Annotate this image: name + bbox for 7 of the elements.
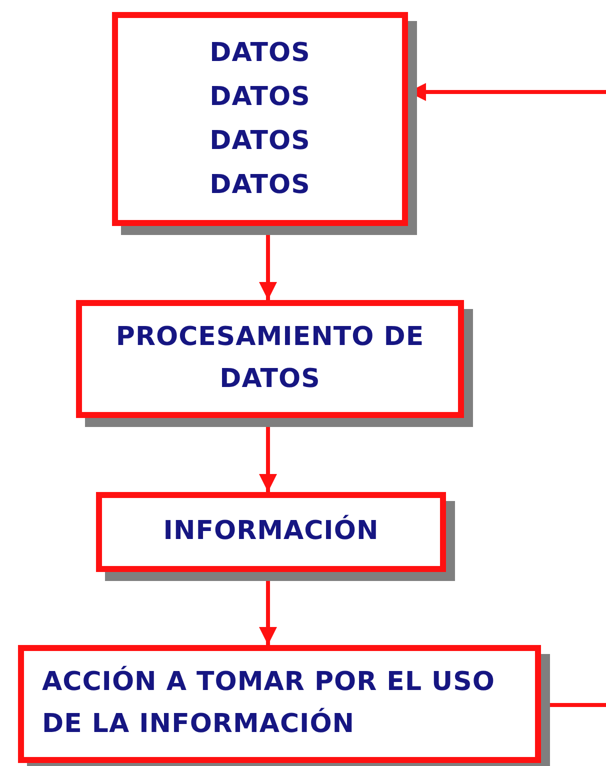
box-label: PROCESAMIENTO DE DATOS [114, 321, 426, 396]
box-label: DATOS [210, 169, 310, 202]
box-label: ACCIÓN A TOMAR POR EL USO DE LA INFORMACIÓN [42, 664, 496, 741]
box-label: INFORMACIÓN [163, 514, 379, 548]
box-label: DATOS [210, 36, 310, 70]
box-label: DATOS [210, 125, 310, 158]
box-label: DATOS [210, 80, 310, 114]
